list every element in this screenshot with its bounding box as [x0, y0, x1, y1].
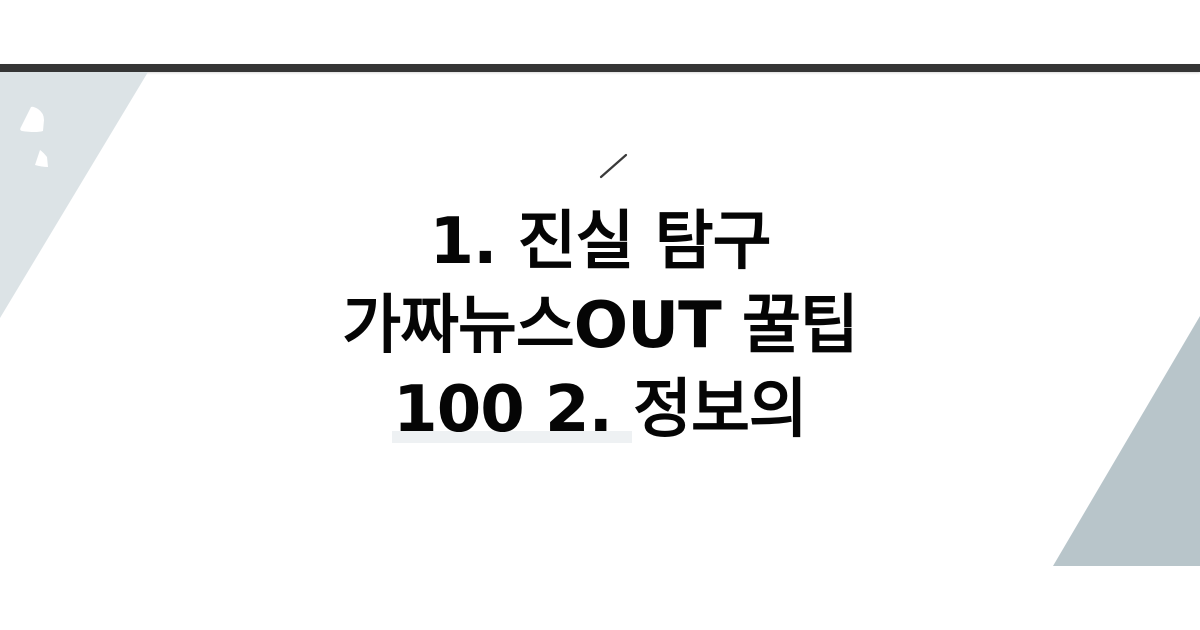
- left-decorative-panel: [0, 72, 148, 318]
- headline-line-3: 100 2. 정보의: [393, 373, 808, 447]
- top-divider-bar: [0, 64, 1200, 72]
- left-panel-blob-large: [20, 106, 44, 132]
- headline-line-1: 1. 진실 탐구: [429, 205, 772, 279]
- headline-line-2: 가짜뉴스OUT 꿀팁: [342, 289, 859, 363]
- slash-icon: [599, 153, 628, 179]
- text-highlight-bar: [392, 431, 632, 443]
- left-panel-blob-small: [35, 150, 48, 167]
- right-decorative-triangle: [1053, 316, 1200, 566]
- headline: 1. 진실 탐구 가짜뉴스OUT 꿀팁 100 2. 정보의: [0, 200, 1200, 452]
